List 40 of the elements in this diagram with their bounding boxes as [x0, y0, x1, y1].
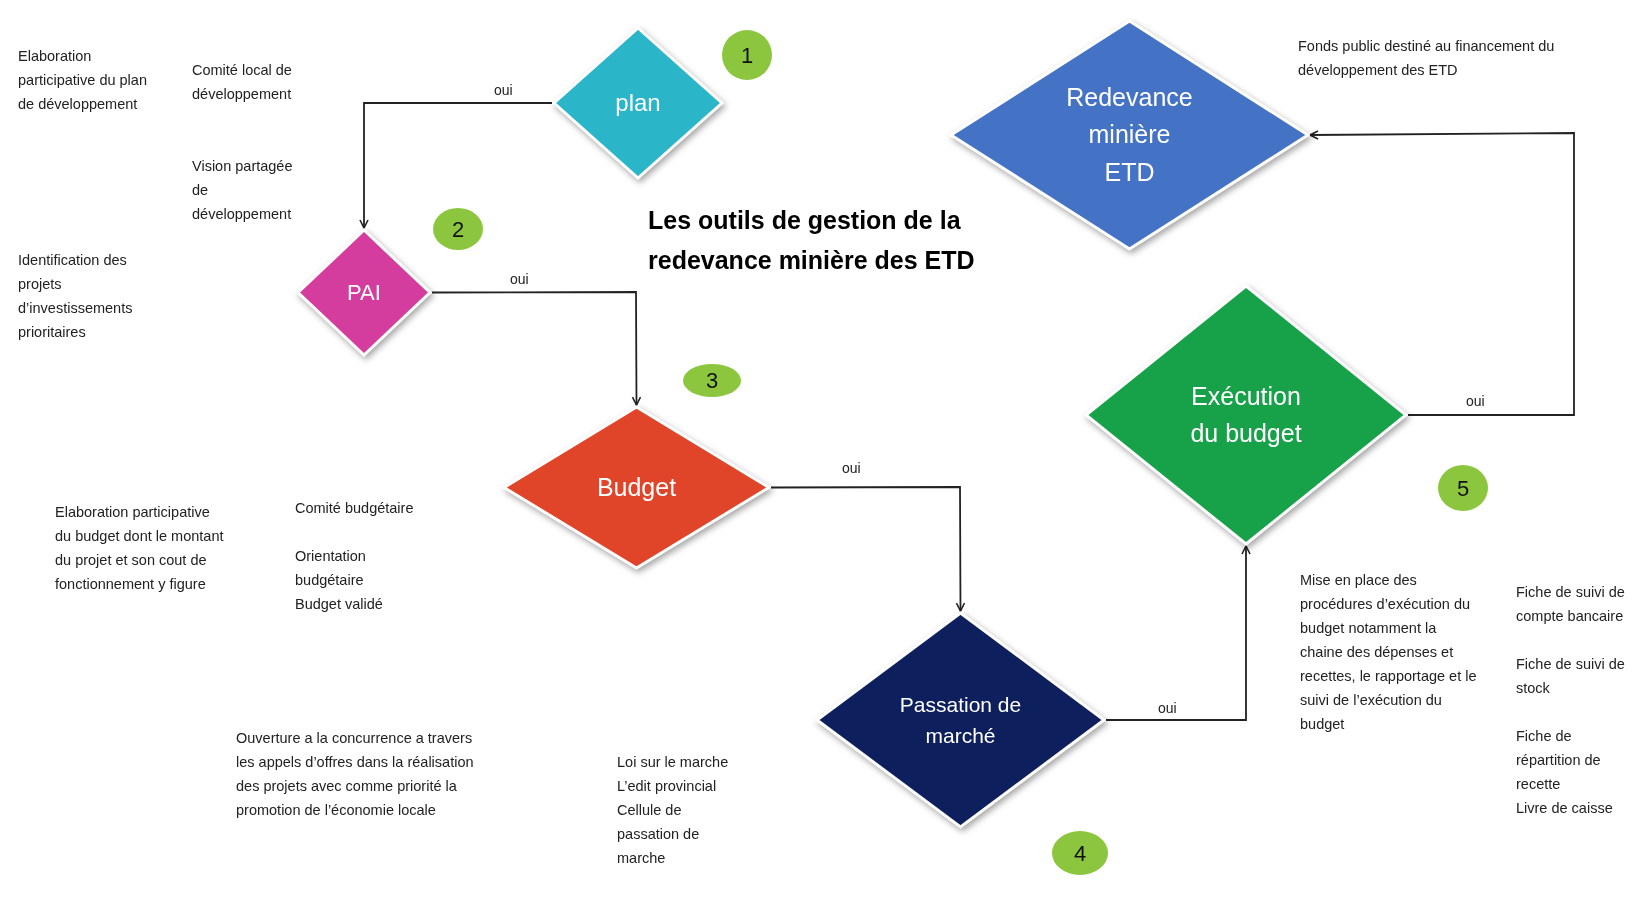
annotation-text: Mise en place des procédures d’exécution du budget notamment la chaine des dépenses et recettes, le rapportage et le suivi de l’exécution du budget	[1300, 571, 1478, 734]
annotation-text: Identification des projets d’investissements prioritaires	[18, 251, 134, 342]
annotation-text: Vision partagée de développement	[192, 157, 294, 224]
arrow	[359, 102, 553, 229]
annotation-text: Fiche de suivi de stock	[1516, 655, 1626, 698]
annotation-text: Loi sur le marche	[617, 753, 730, 772]
annotation-text: Elaboration participative du budget dont le montant du projet et son cout de fonctionnement y figure	[55, 503, 225, 594]
edge-label: oui	[840, 460, 863, 476]
node-label: Budget	[596, 471, 677, 503]
annotation-text: Fiche de répartition de recette	[1516, 727, 1602, 794]
edge-label: oui	[1464, 393, 1487, 409]
annotation-text: Orientation budgétaire	[295, 547, 367, 590]
arrow	[1309, 130, 1575, 416]
edge-label: oui	[508, 271, 531, 287]
arrow	[1105, 545, 1251, 721]
annotation-text: Fonds public destiné au financement du développement des ETD	[1298, 37, 1556, 80]
annotation-text: Comité local de développement	[192, 61, 293, 104]
arrow	[431, 291, 642, 406]
node-label: plan	[615, 88, 661, 118]
edge-label: oui	[492, 82, 515, 98]
annotation-text: L’edit provincial	[617, 777, 718, 796]
annotation-text: Cellule de passation de marche	[617, 801, 701, 868]
diagram-title: Les outils de gestion de la redevance minière des ETD	[648, 205, 976, 276]
node-label: Passation de marché	[898, 691, 1023, 749]
step-number: 1	[740, 41, 754, 70]
step-number: 5	[1456, 474, 1470, 503]
annotation-text: Budget validé	[295, 595, 384, 614]
annotation-text: Ouverture a la concurrence a travers les appels d’offres dans la réalisation des projets avec comme priorité la promotion de l’économie locale	[236, 729, 475, 820]
node-label: Exécution du budget	[1189, 380, 1303, 449]
arrow	[770, 486, 966, 612]
step-number: 2	[451, 215, 465, 244]
node-label: PAI	[347, 279, 381, 307]
edge-label: oui	[1156, 700, 1179, 716]
annotation-text: Comité budgétaire	[295, 499, 415, 518]
node-label: Redevance minière ETD	[1065, 81, 1194, 188]
annotation-text: Fiche de suivi de compte bancaire	[1516, 583, 1626, 626]
annotation-text: Elaboration participative du plan de développement	[18, 47, 148, 114]
step-number: 3	[705, 367, 719, 395]
annotation-text: Livre de caisse	[1516, 799, 1614, 818]
step-number: 4	[1073, 839, 1087, 868]
